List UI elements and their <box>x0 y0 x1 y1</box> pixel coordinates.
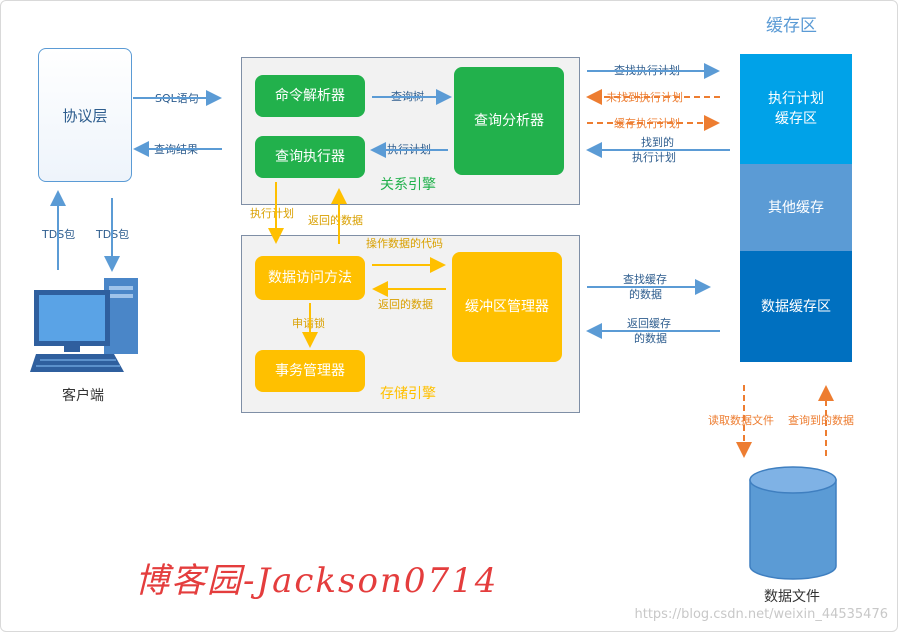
query-analyzer-box: 查询分析器 <box>454 67 564 175</box>
transaction-manager-label: 事务管理器 <box>275 363 345 379</box>
relational-engine-title: 关系引擎 <box>380 177 436 193</box>
plan-cache-block: 执行计划 缓存区 <box>740 54 852 164</box>
find-cache-label-2: 的数据 <box>629 288 662 301</box>
data-file-label: 数据文件 <box>764 589 820 605</box>
command-parser-box: 命令解析器 <box>255 75 365 117</box>
query-executor-box: 查询执行器 <box>255 136 365 178</box>
watermark-signature: 博客园-Jackson0714 <box>135 561 499 601</box>
data-access-box: 数据访问方法 <box>255 256 365 300</box>
client-label: 客户端 <box>62 388 104 404</box>
storage-returned-data-label: 返回的数据 <box>378 298 433 311</box>
plan-cache-label-1: 执行计划 <box>768 91 824 107</box>
other-cache-block: 其他缓存 <box>740 164 852 251</box>
command-parser-label: 命令解析器 <box>275 88 345 104</box>
transaction-manager-box: 事务管理器 <box>255 350 365 392</box>
cache-area-title: 缓存区 <box>766 16 817 36</box>
found-plan-label-2: 执行计划 <box>632 151 676 164</box>
data-cache-block: 数据缓存区 <box>740 251 852 362</box>
plan-cache-label-2: 缓存区 <box>775 111 817 127</box>
protocol-layer-label: 协议层 <box>62 106 108 125</box>
request-lock-label: 申请锁 <box>292 317 325 330</box>
query-analyzer-label: 查询分析器 <box>474 113 544 129</box>
return-cache-label-2: 的数据 <box>634 332 667 345</box>
buffer-manager-box: 缓冲区管理器 <box>452 252 562 362</box>
database-cylinder-icon <box>748 466 838 582</box>
data-cache-label: 数据缓存区 <box>761 298 831 315</box>
client-computer-icon <box>30 276 142 376</box>
protocol-layer-box: 协议层 <box>38 48 132 182</box>
data-access-label: 数据访问方法 <box>268 270 352 286</box>
returned-data-up-label: 返回的数据 <box>308 214 363 227</box>
find-cache-label-1: 查找缓存 <box>623 273 667 286</box>
exec-plan-down-label: 执行计划 <box>250 207 294 220</box>
other-cache-label: 其他缓存 <box>768 199 824 216</box>
buffer-manager-label: 缓冲区管理器 <box>465 299 549 315</box>
source-url: https://blog.csdn.net/weixin_44535476 <box>634 607 888 622</box>
read-file-label: 读取数据文件 <box>708 414 774 427</box>
storage-engine-title: 存储引擎 <box>380 386 436 402</box>
return-cache-label-1: 返回缓存 <box>627 317 671 330</box>
query-data-label: 查询到的数据 <box>788 414 854 427</box>
found-plan-label-1: 找到的 <box>641 136 674 149</box>
query-executor-label: 查询执行器 <box>275 149 345 165</box>
op-code-label: 操作数据的代码 <box>366 237 443 250</box>
